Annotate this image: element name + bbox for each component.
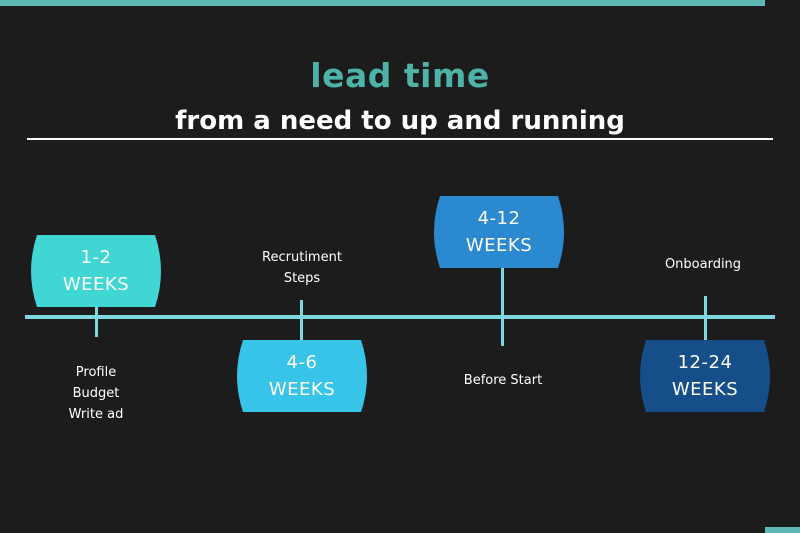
duration-badge-1: 1-2 WEEKS xyxy=(25,235,167,307)
duration-badge-1-text: 1-2 WEEKS xyxy=(62,247,130,295)
timeline-tick-2 xyxy=(300,300,303,342)
duration-badge-2-text: 4-6 WEEKS xyxy=(268,352,336,400)
top-accent-bar xyxy=(0,0,765,6)
duration-badge-2: 4-6 WEEKS xyxy=(231,340,373,412)
title-divider xyxy=(27,138,773,140)
step-label-1: Profile Budget Write ad xyxy=(68,365,124,422)
duration-badge-3-text: 4-12 WEEKS xyxy=(465,208,533,256)
page-title: lead time xyxy=(310,56,490,95)
page-subtitle: from a need to up and running xyxy=(175,106,625,136)
step-label-4: Onboarding xyxy=(664,257,742,272)
duration-badge-4-text: 12-24 WEEKS xyxy=(671,352,739,400)
step-label-3: Before Start xyxy=(463,373,543,388)
step-label-2: Recrutiment Steps xyxy=(262,250,342,286)
duration-badge-3: 4-12 WEEKS xyxy=(428,196,570,268)
duration-badge-4: 12-24 WEEKS xyxy=(634,340,776,412)
timeline-tick-4 xyxy=(704,296,707,340)
bottom-accent-bar xyxy=(765,527,800,533)
timeline-axis xyxy=(25,315,775,319)
timeline-tick-3 xyxy=(501,268,504,346)
timeline-tick-1 xyxy=(95,307,98,337)
